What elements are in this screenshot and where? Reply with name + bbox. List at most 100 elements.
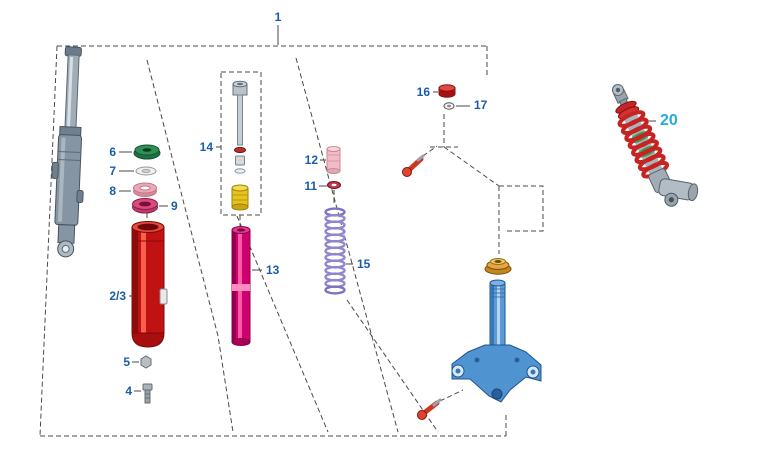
inner-tube-band xyxy=(232,284,250,291)
damper-rod xyxy=(237,94,243,146)
outer-tube-mouth-hole xyxy=(137,223,159,231)
ring8-hole xyxy=(139,185,151,191)
nut-hex xyxy=(140,355,152,369)
rear-shock-absorber xyxy=(611,83,699,207)
callout-1: 1 xyxy=(275,10,282,24)
screw-shaft xyxy=(144,389,151,404)
stopper-ring-part-7 xyxy=(135,166,157,176)
shock-spring-coils xyxy=(617,110,670,179)
diagonal-line-3 xyxy=(295,57,399,433)
ring11-hole xyxy=(331,183,337,187)
diagonal-line-1 xyxy=(146,59,234,433)
fork-cap-bolt-part-16 xyxy=(438,84,456,98)
shock-bottom-eye-hole xyxy=(668,197,674,203)
callout-9: 9 xyxy=(171,199,178,213)
callout-6: 6 xyxy=(109,145,116,159)
callout-2-3: 2/3 xyxy=(109,289,126,303)
callout-20: 20 xyxy=(660,112,678,129)
callout-13: 13 xyxy=(266,263,280,277)
callout-17: 17 xyxy=(474,98,488,112)
seat-ring-part-11 xyxy=(327,181,341,189)
steering-stem xyxy=(451,279,542,403)
fork-outer-tube xyxy=(131,221,168,348)
callout-7: 7 xyxy=(109,164,116,178)
bearing-hole xyxy=(494,260,502,263)
reservoir-cap xyxy=(687,183,699,202)
oil-lock-top xyxy=(231,184,249,192)
stem-step-link xyxy=(499,185,544,232)
bridge-left-hole xyxy=(455,368,461,374)
diagonal-line-4 xyxy=(346,299,439,433)
callout-16: 16 xyxy=(417,85,431,99)
upper-bolt-axis xyxy=(422,145,438,157)
oil-lock-bottom xyxy=(231,203,249,211)
collar-body xyxy=(326,148,341,172)
pinch-bolt-lower xyxy=(417,398,442,420)
diagonal-line-2 xyxy=(236,215,329,433)
oil-seal-part-9 xyxy=(132,198,158,214)
callout-8: 8 xyxy=(109,184,116,198)
callout-leader-lines xyxy=(119,25,656,392)
inner-tube-top-hole xyxy=(237,228,245,232)
fork-inner-tube xyxy=(231,226,251,346)
bridge-bolt-boss-2 xyxy=(514,357,520,363)
seal6-hole xyxy=(142,148,152,152)
cap-bottom xyxy=(438,90,456,98)
bridge-bolt-boss-1 xyxy=(474,357,480,363)
damper-washer-red xyxy=(234,146,246,154)
stem-tube-highlight xyxy=(497,283,500,345)
outline-left-edge xyxy=(39,45,58,437)
callout-15: 15 xyxy=(357,257,371,271)
fork-axle-hole xyxy=(61,244,70,253)
pinch-bolt-upper xyxy=(402,154,425,177)
damper-set-dashed-box xyxy=(220,71,262,216)
callout-11: 11 xyxy=(304,179,317,193)
damper-washer-white xyxy=(234,168,246,174)
fork-left-tab xyxy=(51,161,59,179)
front-fork-assembled xyxy=(51,46,84,258)
lower-bolt-head xyxy=(417,410,427,420)
fork-upper-tube-highlight xyxy=(67,56,74,127)
callout-14: 14 xyxy=(200,140,214,154)
spacer-part-8 xyxy=(133,182,157,197)
upper-bolt-tip xyxy=(416,154,425,162)
spring-collar-part-12 xyxy=(326,146,341,174)
callout-5: 5 xyxy=(123,355,130,369)
shock-reservoir xyxy=(658,178,699,202)
cap-top xyxy=(438,84,456,92)
lower-bolt-tip xyxy=(432,398,442,407)
coil-13 xyxy=(324,285,346,295)
outer-tube-bottom xyxy=(131,332,165,348)
outer-tube-reflector-tab xyxy=(159,288,168,305)
assembly-alignment-lines xyxy=(39,45,544,437)
shock-top-eye-hole xyxy=(615,87,621,93)
fork-band-1 xyxy=(57,150,81,153)
seal9-hole xyxy=(139,201,151,207)
callout-12: 12 xyxy=(305,153,319,167)
ring7-hole xyxy=(141,168,151,174)
stem-tube-top xyxy=(489,279,506,287)
outer-tube-highlight xyxy=(141,227,146,333)
callout-numbers: 1 6 7 8 9 2/3 5 4 14 13 12 11 15 16 17 2… xyxy=(109,10,678,398)
collar-bottom xyxy=(326,168,341,174)
fork-spring xyxy=(324,207,346,295)
bridge-center-boss xyxy=(491,388,503,400)
stem-link-diagonal xyxy=(443,146,500,187)
collar-top xyxy=(326,146,341,152)
upper-bolt-head xyxy=(402,167,412,177)
callout-4: 4 xyxy=(125,384,132,398)
fork-band-2 xyxy=(57,158,81,161)
bridge-right-hole xyxy=(530,369,536,375)
fork-right-boss xyxy=(76,189,84,204)
fork-lower-leg-highlight xyxy=(57,137,66,222)
drain-screw-part-4 xyxy=(142,383,153,404)
steering-cone-bearing xyxy=(484,258,512,275)
stem-tube-shade xyxy=(490,283,494,345)
damper-rod-set xyxy=(231,80,249,211)
outer-tube-shade xyxy=(132,227,138,333)
inner-tube-bottom xyxy=(231,338,251,346)
oring-hole xyxy=(447,104,451,108)
drain-nut-part-5 xyxy=(140,355,152,369)
